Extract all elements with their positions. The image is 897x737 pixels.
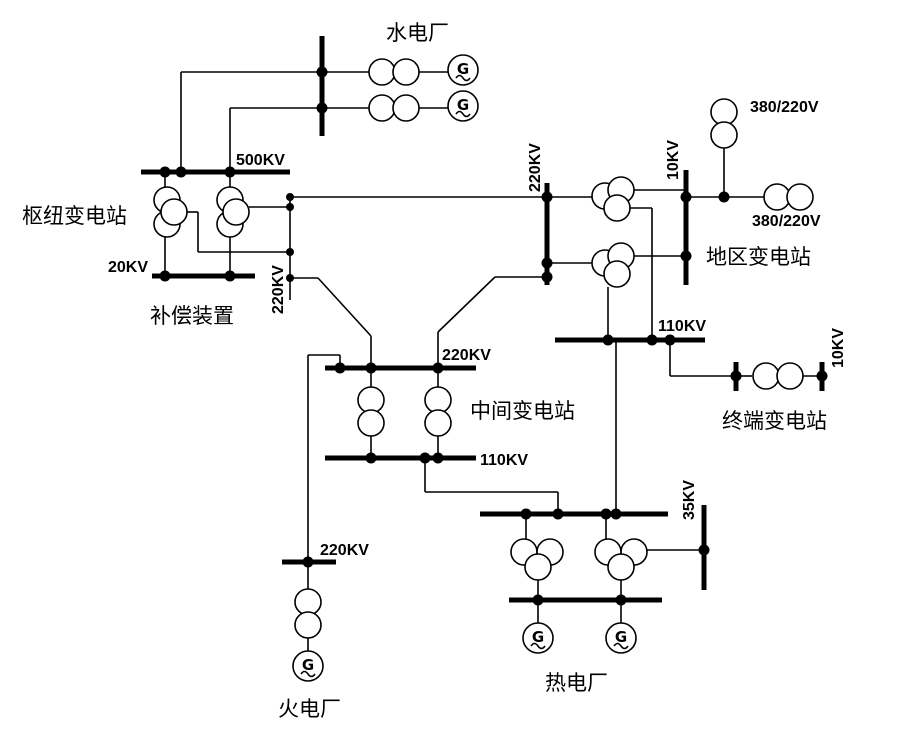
terminal-substation: 10KV 终端变电站 [669, 328, 847, 433]
label-hydro-plant: 水电厂 [386, 21, 449, 45]
label-chp-plant: 热电厂 [545, 671, 608, 695]
label-500kv: 500KV [236, 152, 285, 169]
label-hub-substation: 枢纽变电站 [22, 204, 127, 228]
svg-text:G: G [532, 628, 544, 646]
regional-substation: 220KV 10KV 380/220V 380/220V 地区变电站 [527, 98, 821, 346]
label-compensation: 补偿装置 [150, 304, 234, 328]
generator-icon: G [605, 622, 637, 654]
label-20kv: 20KV [108, 259, 148, 276]
label-10kv-regional: 10KV [665, 140, 682, 180]
label-110kv-regional: 110KV [658, 318, 706, 335]
label-regional-substation: 地区变电站 [706, 245, 811, 269]
generator-icon: G [447, 90, 479, 122]
transmission-lines [290, 196, 598, 368]
label-220kv-intermediate: 220KV [442, 347, 491, 364]
label-110kv-intermediate: 110KV [480, 452, 528, 469]
label-220kv-regional: 220KV [527, 143, 544, 192]
intermediate-substation: 220KV 中间变电站 110KV [308, 347, 575, 514]
label-220kv-hub: 220KV [270, 265, 287, 314]
chp-plant: 35KV G G 热电厂 [480, 340, 710, 695]
svg-text:G: G [302, 656, 314, 674]
svg-text:G: G [615, 628, 627, 646]
generator-icon: G [447, 54, 479, 86]
hydro-plant: G G 水电厂 [181, 21, 479, 136]
label-terminal-substation: 终端变电站 [722, 409, 827, 433]
thermal-plant: 220KV G 火电厂 [278, 355, 369, 721]
label-35kv: 35KV [681, 480, 698, 520]
generator-icon: G [292, 650, 324, 682]
svg-text:G: G [457, 96, 469, 114]
label-220kv-thermal: 220KV [320, 542, 369, 559]
label-thermal-plant: 火电厂 [278, 697, 341, 721]
svg-text:G: G [457, 60, 469, 78]
generator-icon: G [522, 622, 554, 654]
label-380-220v-right: 380/220V [752, 213, 821, 230]
label-380-220v-top: 380/220V [750, 99, 819, 116]
label-intermediate-substation: 中间变电站 [470, 399, 575, 423]
hub-substation: 500KV 枢纽变电站 20KV 补偿装置 220KV [22, 72, 294, 328]
label-10kv-terminal: 10KV [830, 328, 847, 368]
